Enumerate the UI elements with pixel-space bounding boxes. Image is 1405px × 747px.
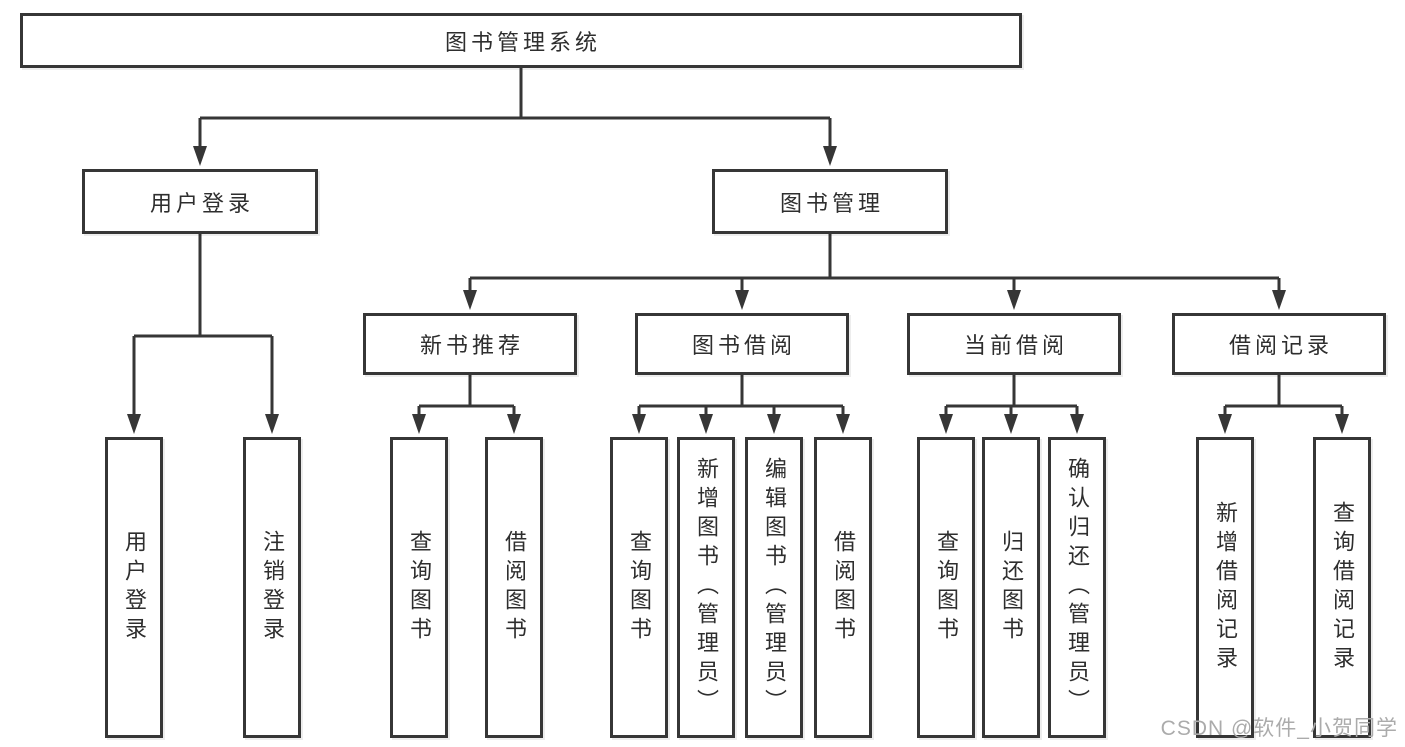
arrowheads: [127, 146, 1349, 434]
node-book-borrow: 图书借阅: [635, 313, 849, 375]
node-book-management: 图书管理: [712, 169, 948, 234]
node-query-borrow-record: 查询借阅记录: [1313, 437, 1371, 738]
node-current-borrow: 当前借阅: [907, 313, 1121, 375]
watermark: CSDN @软件_小贺同学: [1160, 717, 1398, 740]
node-user-login: 用户登录: [82, 169, 318, 234]
node-confirm-return-admin: 确认归还（管理员）: [1048, 437, 1106, 738]
node-new-book-recommend: 新书推荐: [363, 313, 577, 375]
node-edit-book-admin: 编辑图书（管理员）: [745, 437, 803, 738]
node-add-borrow-record: 新增借阅记录: [1196, 437, 1254, 738]
node-logout-leaf: 注销登录: [243, 437, 301, 738]
node-query-books-recommend: 查询图书: [390, 437, 448, 738]
node-query-books-borrow: 查询图书: [610, 437, 668, 738]
node-library-system: 图书管理系统: [20, 13, 1022, 68]
node-query-books-current: 查询图书: [917, 437, 975, 738]
node-borrow-books-leaf: 借阅图书: [814, 437, 872, 738]
node-return-book: 归还图书: [982, 437, 1040, 738]
node-borrow-books-recommend: 借阅图书: [485, 437, 543, 738]
node-add-book-admin: 新增图书（管理员）: [677, 437, 735, 738]
node-borrow-records: 借阅记录: [1172, 313, 1386, 375]
node-user-login-leaf: 用户登录: [105, 437, 163, 738]
